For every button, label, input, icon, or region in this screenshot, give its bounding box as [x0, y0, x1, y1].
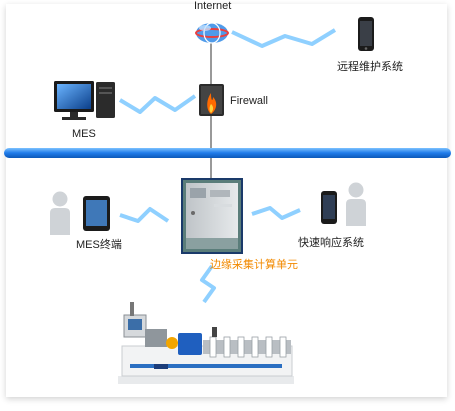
smartphone-icon: [358, 17, 374, 51]
mes-computer-icon: [54, 81, 115, 120]
mes-terminal-label: MES终端: [76, 239, 122, 251]
edge-cabinet-icon: [181, 178, 243, 254]
smartphone-icon: [321, 191, 337, 224]
remote-maintenance-label: 远程维护系统: [337, 61, 403, 73]
tablet-icon: [83, 196, 110, 231]
wireless-link-icon: [200, 264, 216, 304]
user-icon: [50, 191, 70, 235]
internet-globe-icon: [195, 22, 229, 44]
extruder-machine-icon: [118, 302, 294, 384]
fast-response-label: 快速响应系统: [298, 237, 364, 249]
internet-label: Internet: [194, 0, 232, 12]
firewall-label: Firewall: [230, 95, 268, 107]
wireless-link-icon: [231, 28, 337, 48]
user-icon: [346, 182, 366, 226]
wireless-link-icon: [119, 207, 170, 223]
network-backbone: [4, 148, 451, 158]
wireless-link-icon: [251, 206, 301, 220]
mes-label: MES: [72, 128, 96, 140]
wireless-link-icon: [118, 94, 197, 114]
edge-unit-label: 边缘采集计算单元: [210, 259, 298, 271]
firewall-icon: [199, 84, 224, 116]
